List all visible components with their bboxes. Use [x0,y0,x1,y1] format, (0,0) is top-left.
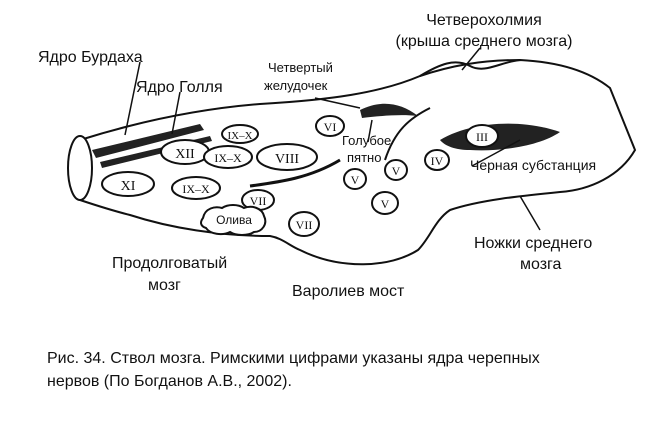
nucleus-ix-x-top [221,124,259,144]
nucleus-iv-label: IV [431,154,444,168]
label-substantia: Черная субстанция [470,157,596,173]
nucleus-v-left-label: V [351,173,360,187]
leader-burdakh [124,61,141,136]
label-chetverokholmiya-2: (крыша среднего мозга) [395,33,572,50]
nucleus-iv [424,149,450,171]
oliva-shape [200,204,267,236]
nucleus-v-mid-label: V [392,164,401,178]
nucleus-iii-label: III [476,130,488,144]
label-locus-2: пятно [347,150,381,165]
label-peduncles-1: Ножки среднего [474,235,592,252]
figure-caption: Рис. 34. Ствол мозга. Римскими цифрами у… [47,347,637,393]
nucleus-ix-x-top-label: IX–X [227,130,252,142]
caption-line-1: Рис. 34. Ствол мозга. Римскими цифрами у… [47,350,540,367]
nucleus-xi [101,171,155,197]
nucleus-ix-x-lower [171,176,221,200]
nucleus-ix-x-label: IX–X [214,151,242,165]
nucleus-v-low [371,191,399,215]
nucleus-vii-bottom-label: VII [296,218,313,232]
nucleus-viii [256,143,318,171]
nucleus-v-left [343,168,367,190]
tectum-bumps [419,59,521,77]
leader-ventricle [314,97,361,109]
nucleus-xii-label: XII [175,147,195,162]
fourth-ventricle-streak [360,103,418,118]
label-burdakh: Ядро Бурдаха [38,49,143,66]
label-ventricle-1: Четвертый [268,60,333,75]
nucleus-ix-x-lower-label: IX–X [182,182,210,196]
cut-end [67,135,93,201]
pontine-strand-2 [249,158,341,188]
nucleus-ix-x [203,145,253,169]
nucleus-vii-top-label: VII [250,194,267,208]
nucleus-iii [465,124,499,148]
caption-line-2: нервов (По Богданов А.В., 2002). [47,373,292,390]
nuclei-group: XII IX–X IX–X VIII XI IX–X VII VII VI V … [101,115,499,237]
nucleus-vi-label: VI [324,120,337,134]
pontine-strand [384,107,431,161]
oliva-label: Олива [216,213,252,227]
nucleus-v-mid [384,159,408,181]
burdakh-tract [92,124,204,158]
nucleus-viii-label: VIII [275,152,299,167]
leader-peduncles [519,195,541,231]
label-medulla-1: Продолговатый [112,255,227,272]
nucleus-vi [315,115,345,137]
nucleus-v-low-label: V [381,197,390,211]
label-peduncles-2: мозга [520,256,562,273]
label-locus-1: Голубое [342,133,391,148]
leader-substantia [471,139,521,167]
label-goll: Ядро Голля [136,79,223,96]
leader-locus [367,119,373,143]
nucleus-vii-bottom [288,211,320,237]
nucleus-xi-label: XI [121,179,136,194]
label-chetverokholmiya-1: Четверохолмия [426,12,542,29]
leader-chetverokholmiya [461,47,481,71]
label-ventricle-2: желудочек [264,78,328,93]
label-pons: Варолиев мост [292,283,405,300]
label-medulla-2: мозг [148,277,181,294]
leader-goll [171,91,181,135]
